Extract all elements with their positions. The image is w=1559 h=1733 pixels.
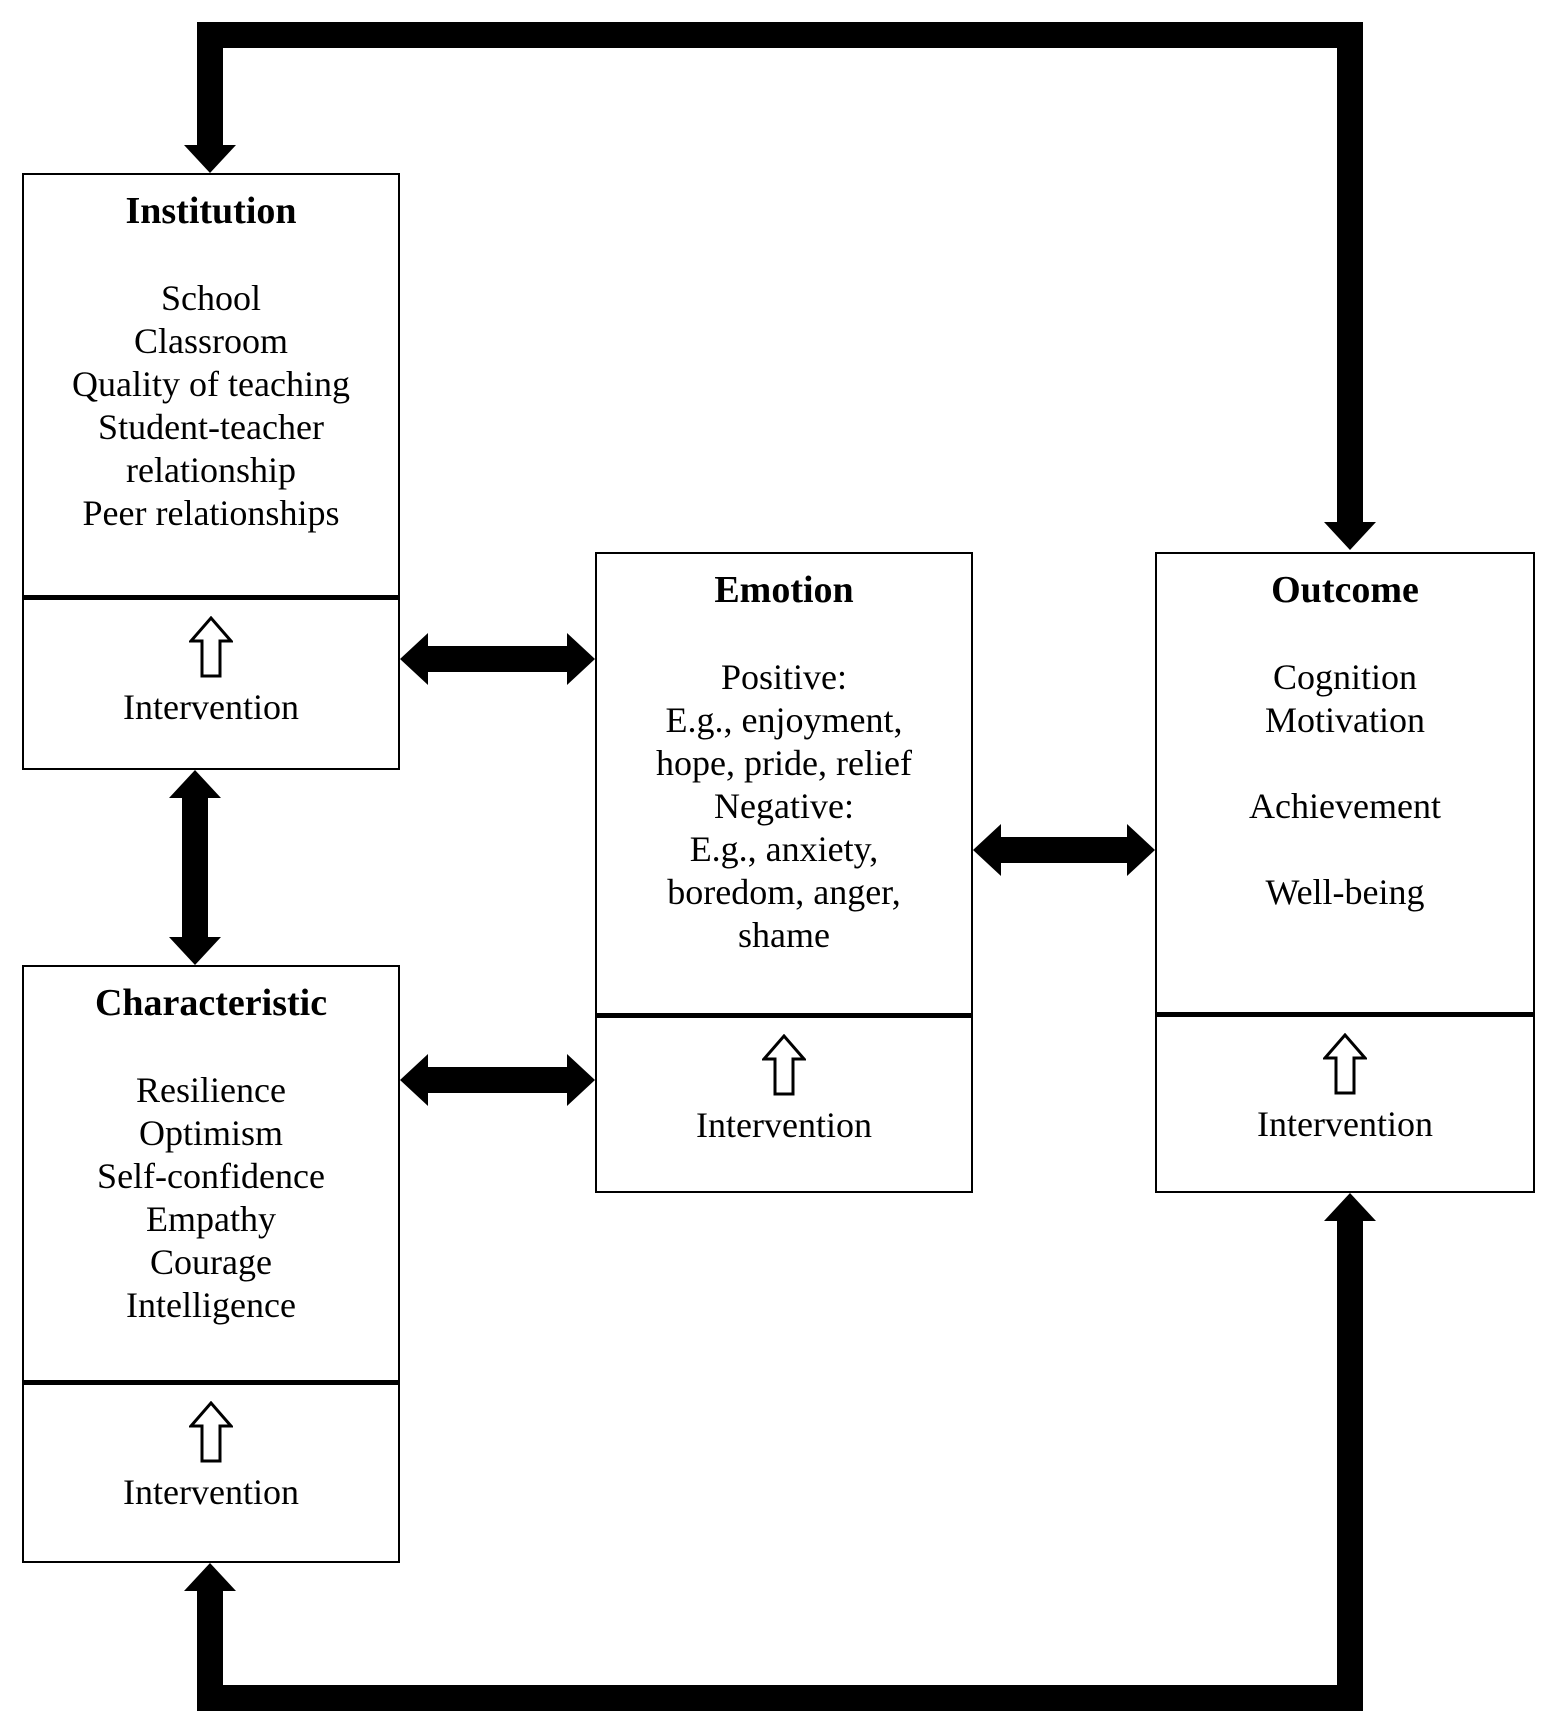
emotion-items: Positive:E.g., enjoyment,hope, pride, re…: [597, 656, 971, 957]
box-item: Resilience: [136, 1070, 286, 1110]
institution-intervention-section: Intervention: [24, 600, 398, 768]
characteristic-intervention-section: Intervention: [24, 1385, 398, 1561]
emotion-title: Emotion: [714, 569, 854, 611]
arrowhead-up-icon: [169, 770, 221, 798]
arrowhead-left-icon: [400, 1054, 428, 1106]
arrowhead-into-outcome-bottom-icon: [1324, 1193, 1376, 1221]
arrowhead-into-institution-top-icon: [184, 145, 236, 173]
arrow-shaft: [426, 1067, 569, 1093]
box-item: Empathy: [146, 1199, 276, 1239]
emotion-intervention-section: Intervention: [597, 1018, 971, 1191]
box-item: School: [160, 278, 261, 318]
box-item: E.g., enjoyment,: [665, 700, 903, 740]
box-item: Motivation: [1265, 700, 1425, 740]
box-item: Optimism: [138, 1113, 284, 1153]
arrowhead-right-icon: [567, 1054, 595, 1106]
arrow-shaft: [182, 796, 208, 939]
top-horizontal-bar: [197, 22, 1363, 48]
outcome-intervention-label: Intervention: [1257, 1104, 1433, 1144]
arrow-shaft: [999, 837, 1129, 863]
box-item: Positive:: [720, 657, 848, 697]
arrowhead-into-outcome-top-icon: [1324, 522, 1376, 550]
hollow-up-arrow-icon: [189, 616, 233, 678]
box-item: Quality of teaching: [72, 364, 350, 404]
arrow-shaft: [426, 646, 569, 672]
box-item: Intelligence: [126, 1285, 296, 1325]
bottom-left-vertical-bar: [197, 1591, 223, 1711]
box-item: boredom, anger,: [667, 872, 901, 912]
box-item: [1157, 828, 1533, 871]
box-item: Courage: [150, 1242, 272, 1282]
hollow-up-arrow-icon: [1323, 1033, 1367, 1095]
box-item: shame: [738, 915, 830, 955]
emotion-box: Emotion Positive:E.g., enjoyment,hope, p…: [595, 552, 973, 1193]
box-item: E.g., anxiety,: [689, 829, 879, 869]
outcome-title: Outcome: [1271, 569, 1419, 611]
box-item: [1157, 742, 1533, 785]
institution-intervention-label: Intervention: [123, 687, 299, 727]
box-item: Student-teacher: [98, 407, 324, 447]
characteristic-title: Characteristic: [94, 982, 328, 1024]
box-item: Negative:: [714, 786, 854, 826]
box-item: Achievement: [1249, 786, 1441, 826]
hollow-up-arrow-icon: [189, 1401, 233, 1463]
box-item: Cognition: [1272, 657, 1418, 697]
arrowhead-left-icon: [400, 633, 428, 685]
box-item: Self-confidence: [97, 1156, 325, 1196]
emotion-body: Emotion Positive:E.g., enjoyment,hope, p…: [597, 554, 971, 1018]
bottom-horizontal-bar: [197, 1685, 1363, 1711]
hollow-up-arrow-icon: [762, 1034, 806, 1096]
institution-title: Institution: [125, 190, 297, 232]
bottom-right-vertical-bar: [1337, 1221, 1363, 1711]
arrowhead-into-characteristic-bottom-icon: [184, 1563, 236, 1591]
box-item: hope, pride, relief: [656, 743, 912, 783]
characteristic-intervention-label: Intervention: [123, 1472, 299, 1512]
box-item: Well-being: [1265, 872, 1425, 912]
emotion-intervention-label: Intervention: [696, 1105, 872, 1145]
top-left-vertical-bar: [197, 22, 223, 145]
top-right-vertical-bar: [1337, 22, 1363, 522]
arrowhead-left-icon: [973, 824, 1001, 876]
box-item: relationship: [126, 450, 296, 490]
outcome-intervention-section: Intervention: [1157, 1017, 1533, 1191]
arrowhead-right-icon: [567, 633, 595, 685]
arrowhead-down-icon: [169, 937, 221, 965]
box-item: Classroom: [133, 321, 288, 361]
arrowhead-right-icon: [1127, 824, 1155, 876]
box-item: Peer relationships: [82, 493, 340, 533]
